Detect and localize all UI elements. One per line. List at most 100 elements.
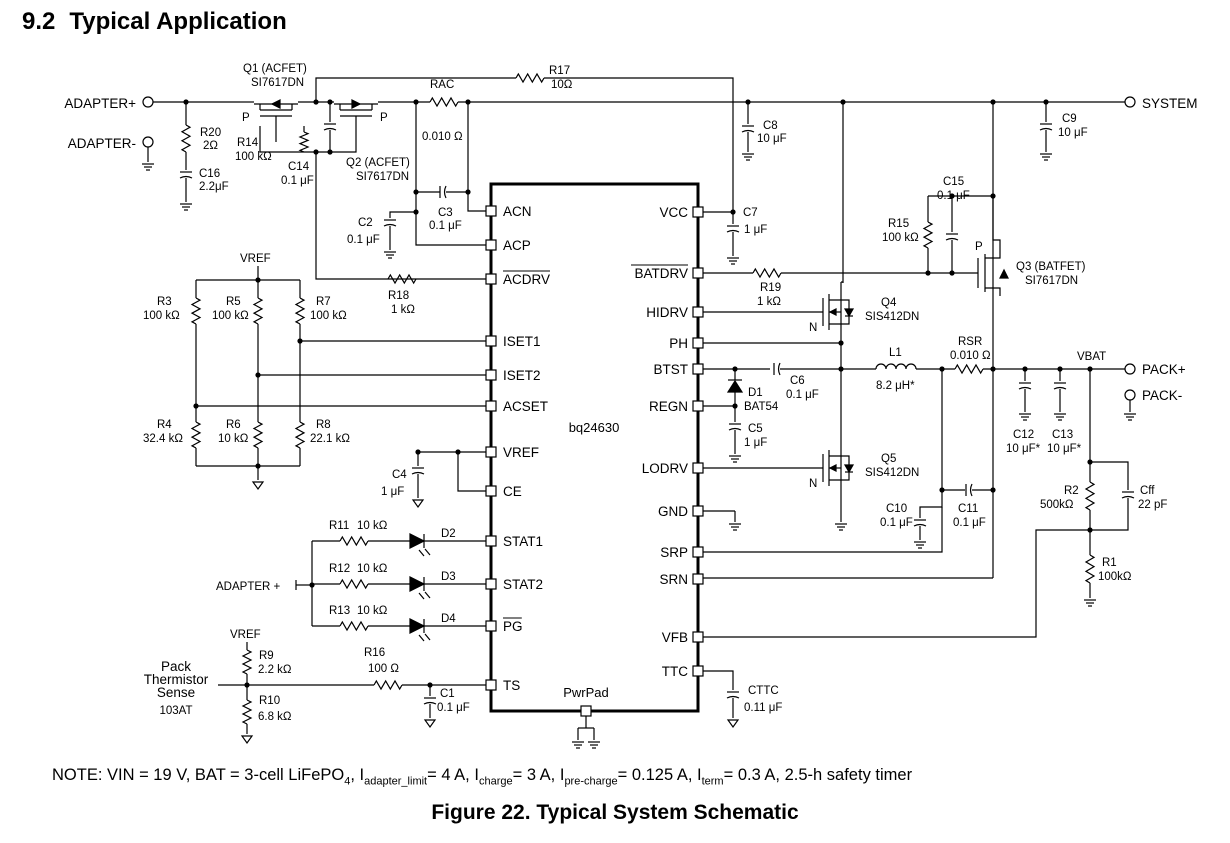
junction-dot: [1022, 366, 1028, 372]
r20-resistor: [180, 124, 192, 153]
junction-dot: [949, 270, 955, 276]
c11-value: 0.1 μF: [953, 517, 986, 529]
c9-value: 10 μF: [1058, 127, 1088, 139]
pin-label-pg: PG: [503, 619, 523, 634]
chip-pin: [580, 705, 592, 717]
chip-pin: [692, 546, 704, 558]
note-precharge-val: = 0.125 A,: [617, 766, 697, 784]
divider-resistor: [294, 421, 306, 449]
cff-ref: Cff: [1140, 485, 1155, 497]
c13-capacitor: [1053, 386, 1067, 390]
junction-dot: [255, 372, 261, 378]
note-i4: I: [697, 766, 702, 784]
rac-value: 0.010 Ω: [422, 131, 463, 143]
chip-pin: [692, 363, 704, 375]
chip-pin: [485, 400, 497, 412]
r13-resistor: [339, 620, 369, 632]
c9-ref: C9: [1062, 113, 1077, 125]
r1-value: 100kΩ: [1098, 571, 1132, 583]
junction-dot: [413, 99, 419, 105]
junction-dot: [1057, 366, 1063, 372]
r2-ref: R2: [1064, 485, 1079, 497]
r7-value: 100 kΩ: [310, 310, 347, 322]
pack-thermistor-part: 103AT: [159, 705, 192, 717]
vref-label-top: VREF: [240, 253, 271, 265]
pin-label-acn: ACN: [503, 204, 532, 219]
divider-resistor: [190, 421, 202, 449]
junction-dot: [949, 193, 955, 199]
r14-resistor: [298, 131, 310, 153]
wire: [315, 77, 516, 102]
r12-ref: R12: [329, 563, 350, 575]
q5-part: SIS412DN: [865, 467, 919, 479]
c10-ref: C10: [886, 503, 907, 515]
junction-dot: [255, 463, 261, 469]
junction-dot: [309, 582, 315, 588]
c1-capacitor: [423, 701, 437, 705]
c4-value: 1 μF: [381, 486, 404, 498]
chip-pin: [692, 400, 704, 412]
d3-led: [424, 591, 431, 599]
d2-led: [409, 533, 426, 549]
pack-thermistor-label: Thermistor: [144, 672, 209, 687]
r19-resistor: [752, 267, 782, 279]
figure-caption: Figure 22. Typical System Schematic: [431, 801, 799, 824]
ground-symbol: [240, 735, 254, 745]
pin-label-vref: VREF: [503, 445, 539, 460]
q3-mosfet: [985, 287, 1001, 296]
section-title: Typical Application: [69, 8, 287, 35]
r19-value: 1 kΩ: [757, 296, 781, 308]
junction-dot: [327, 149, 333, 155]
q4-part: SIS412DN: [865, 311, 919, 323]
r8-value: 22.1 kΩ: [310, 433, 350, 445]
pin-label-iset1: ISET1: [503, 334, 541, 349]
c3-capacitor: [443, 185, 447, 199]
rac-resistor: [429, 96, 459, 108]
junction-dot: [840, 99, 846, 105]
pin-label-srp: SRP: [660, 545, 688, 560]
c14-ref: C14: [288, 161, 310, 173]
junction-dot: [313, 99, 319, 105]
r18-ref: R18: [388, 290, 409, 302]
c4-capacitor: [411, 471, 425, 475]
r5-value: 100 kΩ: [212, 310, 249, 322]
chip-pin: [485, 369, 497, 381]
pin-label-ts: TS: [503, 678, 520, 693]
note-i1: I: [359, 766, 365, 784]
c16-value: 2.2μF: [199, 181, 229, 193]
junction-dot: [990, 99, 996, 105]
junction-dot: [244, 682, 250, 688]
r11-value: 10 kΩ: [357, 520, 388, 532]
ground-symbol: [251, 481, 265, 491]
r10-value: 6.8 kΩ: [258, 711, 292, 723]
q2-ref: Q2 (ACFET): [346, 157, 410, 169]
chip-pin: [485, 205, 497, 217]
note-prefix: NOTE: VIN = 19 V, BAT = 3-cell LiFePO: [52, 766, 345, 784]
ground-symbol: [423, 719, 437, 729]
r16-resistor: [373, 679, 403, 691]
junction-dot: [465, 189, 471, 195]
terminal: [1124, 96, 1136, 108]
q3-mosfet: [985, 196, 1001, 259]
junction-dot: [732, 403, 738, 409]
chip-pin: [692, 505, 704, 517]
section-number: 9.2: [22, 8, 56, 35]
wire: [1090, 461, 1129, 490]
wire: [417, 451, 486, 466]
l1-value: 8.2 μH*: [876, 380, 915, 392]
c13-value: 10 μF*: [1047, 443, 1082, 455]
q2-part: SI7617DN: [356, 171, 409, 183]
pin-label-acset: ACSET: [503, 399, 548, 414]
d3-ref: D3: [441, 571, 456, 583]
d4-led: [424, 633, 431, 641]
c16-ref: C16: [199, 168, 220, 180]
r18-value: 1 kΩ: [391, 304, 415, 316]
c6-value: 0.1 μF: [786, 389, 819, 401]
r20-ref: R20: [200, 127, 221, 139]
pin-label-btst: BTST: [653, 362, 688, 377]
junction-dot: [745, 99, 751, 105]
r20-value: 2Ω: [203, 140, 218, 152]
c11-ref: C11: [958, 503, 978, 515]
r1-ref: R1: [1102, 557, 1117, 569]
pack-thermistor-label: Pack: [161, 659, 191, 674]
